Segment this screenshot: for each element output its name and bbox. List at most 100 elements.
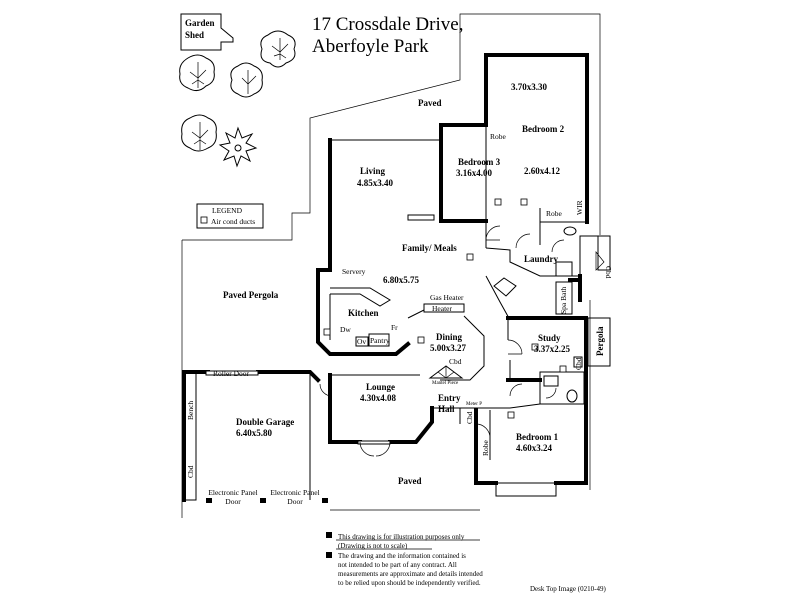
spa-bath-label: Spa Bath [559,286,568,314]
bench-label: Bench [186,401,195,420]
flower-shrub-icon [218,126,258,168]
paved-bottom-label: Paved [398,476,422,486]
window [357,440,391,445]
fireplace-icon [428,365,464,379]
living-dims: 4.85x3.40 [357,178,394,188]
window [407,214,435,221]
lounge-name: Lounge [366,382,395,392]
duct-icon [531,343,539,351]
lounge-dims: 4.30x4.08 [360,393,397,403]
bedroom3-name: Bedroom 3 [458,157,501,167]
panel-door-text: Electronic Panel Door [208,488,258,506]
fireplace-corner [493,277,517,297]
wir-label: WIR [575,200,584,215]
garage-dims: 6.40x5.80 [236,428,273,438]
heater-label: Heater [432,304,452,313]
kitchen-name: Kitchen [348,308,379,318]
disclaimer-line-2: (Drawing is not to scale) [338,542,408,550]
disclaimer-line-6: to be relied upon should be independentl… [338,579,481,587]
ov-label: Ov [357,337,366,346]
family-dims: 6.80x5.75 [383,275,420,285]
trough [555,261,573,277]
dining-dims: 5.00x3.27 [430,343,467,353]
bedroom1-dims: 4.60x3.24 [516,443,553,453]
vanity [543,375,559,387]
study-name: Study [538,333,561,343]
title-line-2: Aberfoyle Park [312,36,429,57]
panel-door-text: Electronic Panel Door [270,488,320,506]
legend-heading: LEGEND [212,206,243,215]
bedroom1-name: Bedroom 1 [516,432,559,442]
robe-bedroom1-label: Robe [481,439,490,456]
doors [319,225,605,457]
cbd-laundry-label: Cbd [604,266,613,279]
garden-shed: Garden Shed [180,13,234,51]
toilet [566,389,578,403]
duct-icon [417,336,425,344]
dw-label: Dw [340,325,351,334]
pantry-label: Pantry [370,336,390,345]
image-reference: Desk Top Image (0210-49) [530,585,606,593]
panel-door-marker [322,498,328,503]
cbd-study-label: Cbd [574,357,583,370]
study-dims: 3.37x2.25 [534,344,571,354]
tree-icon [230,62,263,98]
robe-label: Robe [546,209,563,218]
paved-top-label: Paved [418,98,442,108]
mantel-label: Mantel Piece [432,381,459,386]
pergola-box [587,317,611,367]
bedroom2-dims: 2.60x4.12 [524,166,561,176]
fridge-label: Fr [391,323,398,332]
garden-shed-line-2: Shed [185,30,204,40]
disclaimer: This drawing is for illustration purpose… [326,532,483,587]
family-name: Family/ Meals [402,243,457,253]
servery-label: Servery [342,267,366,276]
cabinet [573,356,583,368]
meter-label: Meter P [466,402,482,407]
legend-box: LEGEND Air cond ducts [196,203,264,229]
duct-markers [323,198,567,419]
dining-name: Dining [436,332,463,342]
toilet [563,226,577,236]
duct-icon [507,411,515,419]
robe-label: Robe [490,132,507,141]
bedroom2-name: Bedroom 2 [522,124,565,134]
panel-door-label-right: Electronic Panel Door [268,488,322,506]
duct-icon [200,216,208,224]
entry-line-1: Entry [438,393,461,403]
panel-door-marker [260,498,266,503]
laundry-name: Laundry [524,254,559,264]
tree-icon [181,114,217,152]
cbd-label: Cbd [449,357,462,366]
living-name: Living [360,166,386,176]
gas-heater-label: Gas Heater [430,293,464,302]
tree-icon [260,30,296,68]
cbd-garage-label: Cbd [186,465,195,478]
garage-name: Double Garage [236,417,294,427]
bedroom3-dims: 3.16x4.00 [456,168,493,178]
duct-icon [559,365,567,373]
panel-door-marker [206,498,212,503]
paved-pergola-label: Paved Pergola [223,290,279,300]
panel-door-label-left: Electronic Panel Door [206,488,260,506]
oven-box [355,336,369,347]
pergola-label: Pergola [595,326,605,356]
title-line-1: 17 Crossdale Drive, [312,14,463,35]
disclaimer-line-4: not intended to be part of any contract.… [338,561,457,569]
duct-icon [520,198,528,206]
entry-line-2: Hall [438,404,455,414]
disclaimer-line-3: The drawing and the information containe… [338,552,466,560]
duct-icon [494,198,502,206]
roller-door-label: Roller Door [213,369,250,378]
garden-shed-line-1: Garden [185,18,215,28]
duct-icon [323,328,331,336]
legend-item-label: Air cond ducts [211,217,255,226]
disclaimer-line-5: measurements are approximate and details… [338,570,483,578]
cupboard-box [597,235,611,271]
cbd-entry-label: Cbd [465,411,474,424]
tree-icon [179,54,215,92]
disclaimer-line-1: This drawing is for illustration purpose… [338,533,465,541]
house-walls [182,53,600,502]
roller-door [205,370,259,376]
